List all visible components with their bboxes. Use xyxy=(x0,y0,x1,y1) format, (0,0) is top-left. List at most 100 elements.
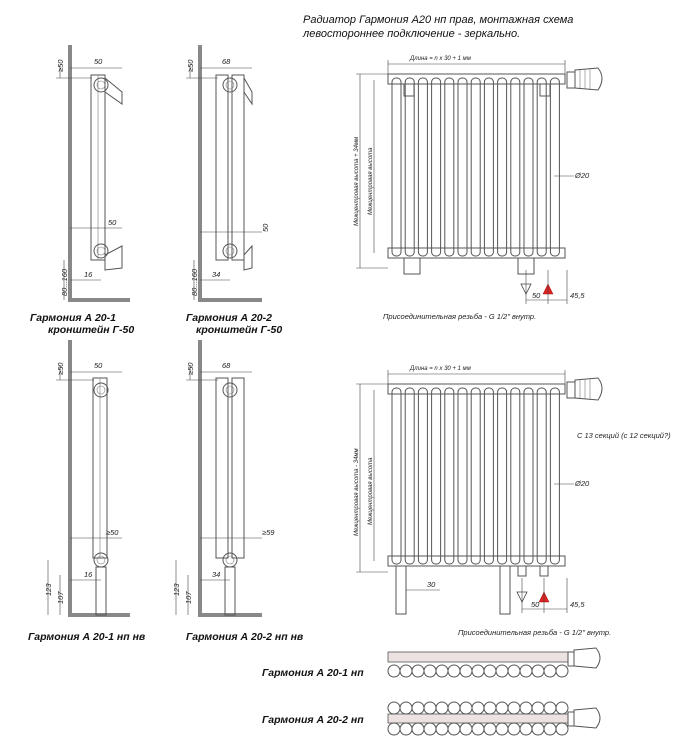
floor-stand xyxy=(224,566,236,616)
section-tube xyxy=(483,701,497,715)
section-tube xyxy=(471,722,485,736)
dim-width: 50 xyxy=(94,361,103,370)
top-collector xyxy=(93,382,109,398)
radiator-column xyxy=(549,387,560,565)
bottom-collector xyxy=(222,552,238,568)
view-name: Гармония А 20-2 нп нв xyxy=(186,631,304,643)
section-tube xyxy=(387,722,401,736)
top-bracket xyxy=(243,76,253,106)
radiator-column xyxy=(497,387,508,565)
radiator-profile-back xyxy=(231,377,245,559)
radiator-column xyxy=(417,77,428,257)
dim-50: 50 xyxy=(532,291,541,300)
dim-width: 68 xyxy=(222,57,231,66)
section-tube xyxy=(423,664,437,678)
top-collector xyxy=(93,77,109,93)
view-name: Гармония А 20-2 нп xyxy=(262,714,364,726)
pipe-stub-right xyxy=(539,565,549,577)
wall-and-floor xyxy=(198,340,262,617)
radiator-column xyxy=(483,387,494,565)
section-tube xyxy=(435,664,449,678)
valve-body xyxy=(566,71,576,89)
thread-note: Присоединительная резьба - G 1/2" внутр. xyxy=(458,628,611,637)
top-collector-pipe xyxy=(387,73,566,85)
thermostatic-head xyxy=(573,707,601,729)
section-tube xyxy=(447,722,461,736)
top-bracket-right xyxy=(539,83,551,97)
dim-mid: 50 xyxy=(108,218,117,227)
sections-note: С 13 секций (с 12 секций?) xyxy=(577,431,671,440)
radiator-column xyxy=(457,77,468,257)
dim-30: 30 xyxy=(427,580,436,589)
bottom-collector-pipe xyxy=(387,247,566,259)
top-plate xyxy=(387,651,569,663)
section-tube xyxy=(507,701,521,715)
wall-and-floor xyxy=(68,340,130,617)
thread-note: Присоединительная резьба - G 1/2" внутр. xyxy=(383,312,536,321)
bottom-collector xyxy=(222,243,238,259)
front-view-floor: Длина = n x 30 + 1 мм Межцентровая высот… xyxy=(354,366,671,637)
bottom-collector xyxy=(93,552,109,568)
floor-stand xyxy=(95,566,107,616)
section-tube xyxy=(519,701,533,715)
dim-34: 34 xyxy=(212,270,220,279)
section-tube xyxy=(423,701,437,715)
radiator-column xyxy=(510,387,521,565)
section-tube xyxy=(423,722,437,736)
dim-top: ≥50 xyxy=(186,362,195,375)
section-tube xyxy=(543,701,557,715)
radiator-column xyxy=(549,77,560,257)
section-tube xyxy=(471,664,485,678)
section-tube xyxy=(411,722,425,736)
bottom-bracket xyxy=(104,245,123,271)
radiator-column xyxy=(457,387,468,565)
valve-body xyxy=(566,381,576,399)
section-tube xyxy=(387,701,401,715)
view-name: Гармония А 20-1 нп xyxy=(262,667,364,679)
radiator-column xyxy=(417,387,428,565)
valve-body xyxy=(567,651,575,667)
dim-width: 50 xyxy=(94,57,103,66)
center-height-label: Межцентровая высота xyxy=(368,457,374,525)
radiator-column xyxy=(523,77,534,257)
front-view-wall: Длина = n x 30 + 1 мм Межцентровая высот… xyxy=(354,56,603,321)
wall-and-floor xyxy=(198,45,262,302)
top-collector-pipe xyxy=(387,383,566,395)
bottom-bracket-left xyxy=(403,257,421,275)
valve-body xyxy=(567,711,575,727)
section-tube xyxy=(399,701,413,715)
dim-34: 34 xyxy=(212,570,220,579)
diameter-label: Ø20 xyxy=(574,479,590,488)
dim-45-5: 45,5 xyxy=(570,600,585,609)
section-tube xyxy=(471,701,485,715)
radiator-column xyxy=(444,387,455,565)
section-tube xyxy=(411,701,425,715)
section-tube xyxy=(435,701,449,715)
radiator-column xyxy=(510,77,521,257)
section-tube xyxy=(495,664,509,678)
dim-width: 68 xyxy=(222,361,231,370)
drawing-title-line2: левостороннее подключение - зеркально. xyxy=(302,28,520,40)
radiator-column xyxy=(404,77,415,257)
radiator-column xyxy=(391,387,402,565)
top-view-a20-1: Гармония А 20-1 нп xyxy=(262,647,601,679)
middle-plate xyxy=(387,713,569,724)
bracket-name: кронштейн Г-50 xyxy=(48,324,134,336)
radiator-column xyxy=(536,77,547,257)
thermostatic-head xyxy=(574,377,603,401)
bottom-collector xyxy=(93,243,109,259)
section-tube xyxy=(459,664,473,678)
radiator-columns xyxy=(391,387,560,565)
section-tube xyxy=(483,664,497,678)
dim-123: 123 xyxy=(44,583,53,596)
view-name: Гармония А 20-1 xyxy=(30,312,116,324)
section-tube xyxy=(531,701,545,715)
length-label: Длина = n x 30 + 1 мм xyxy=(409,56,471,62)
bottom-bracket xyxy=(243,244,253,271)
diameter-label: Ø20 xyxy=(574,171,590,180)
top-view-a20-2: Гармония А 20-2 нп xyxy=(262,701,601,736)
dim-top: ≥50 xyxy=(56,59,65,72)
radiator-profile-front xyxy=(215,377,229,559)
top-collector xyxy=(222,382,238,398)
top-collector xyxy=(222,77,238,93)
